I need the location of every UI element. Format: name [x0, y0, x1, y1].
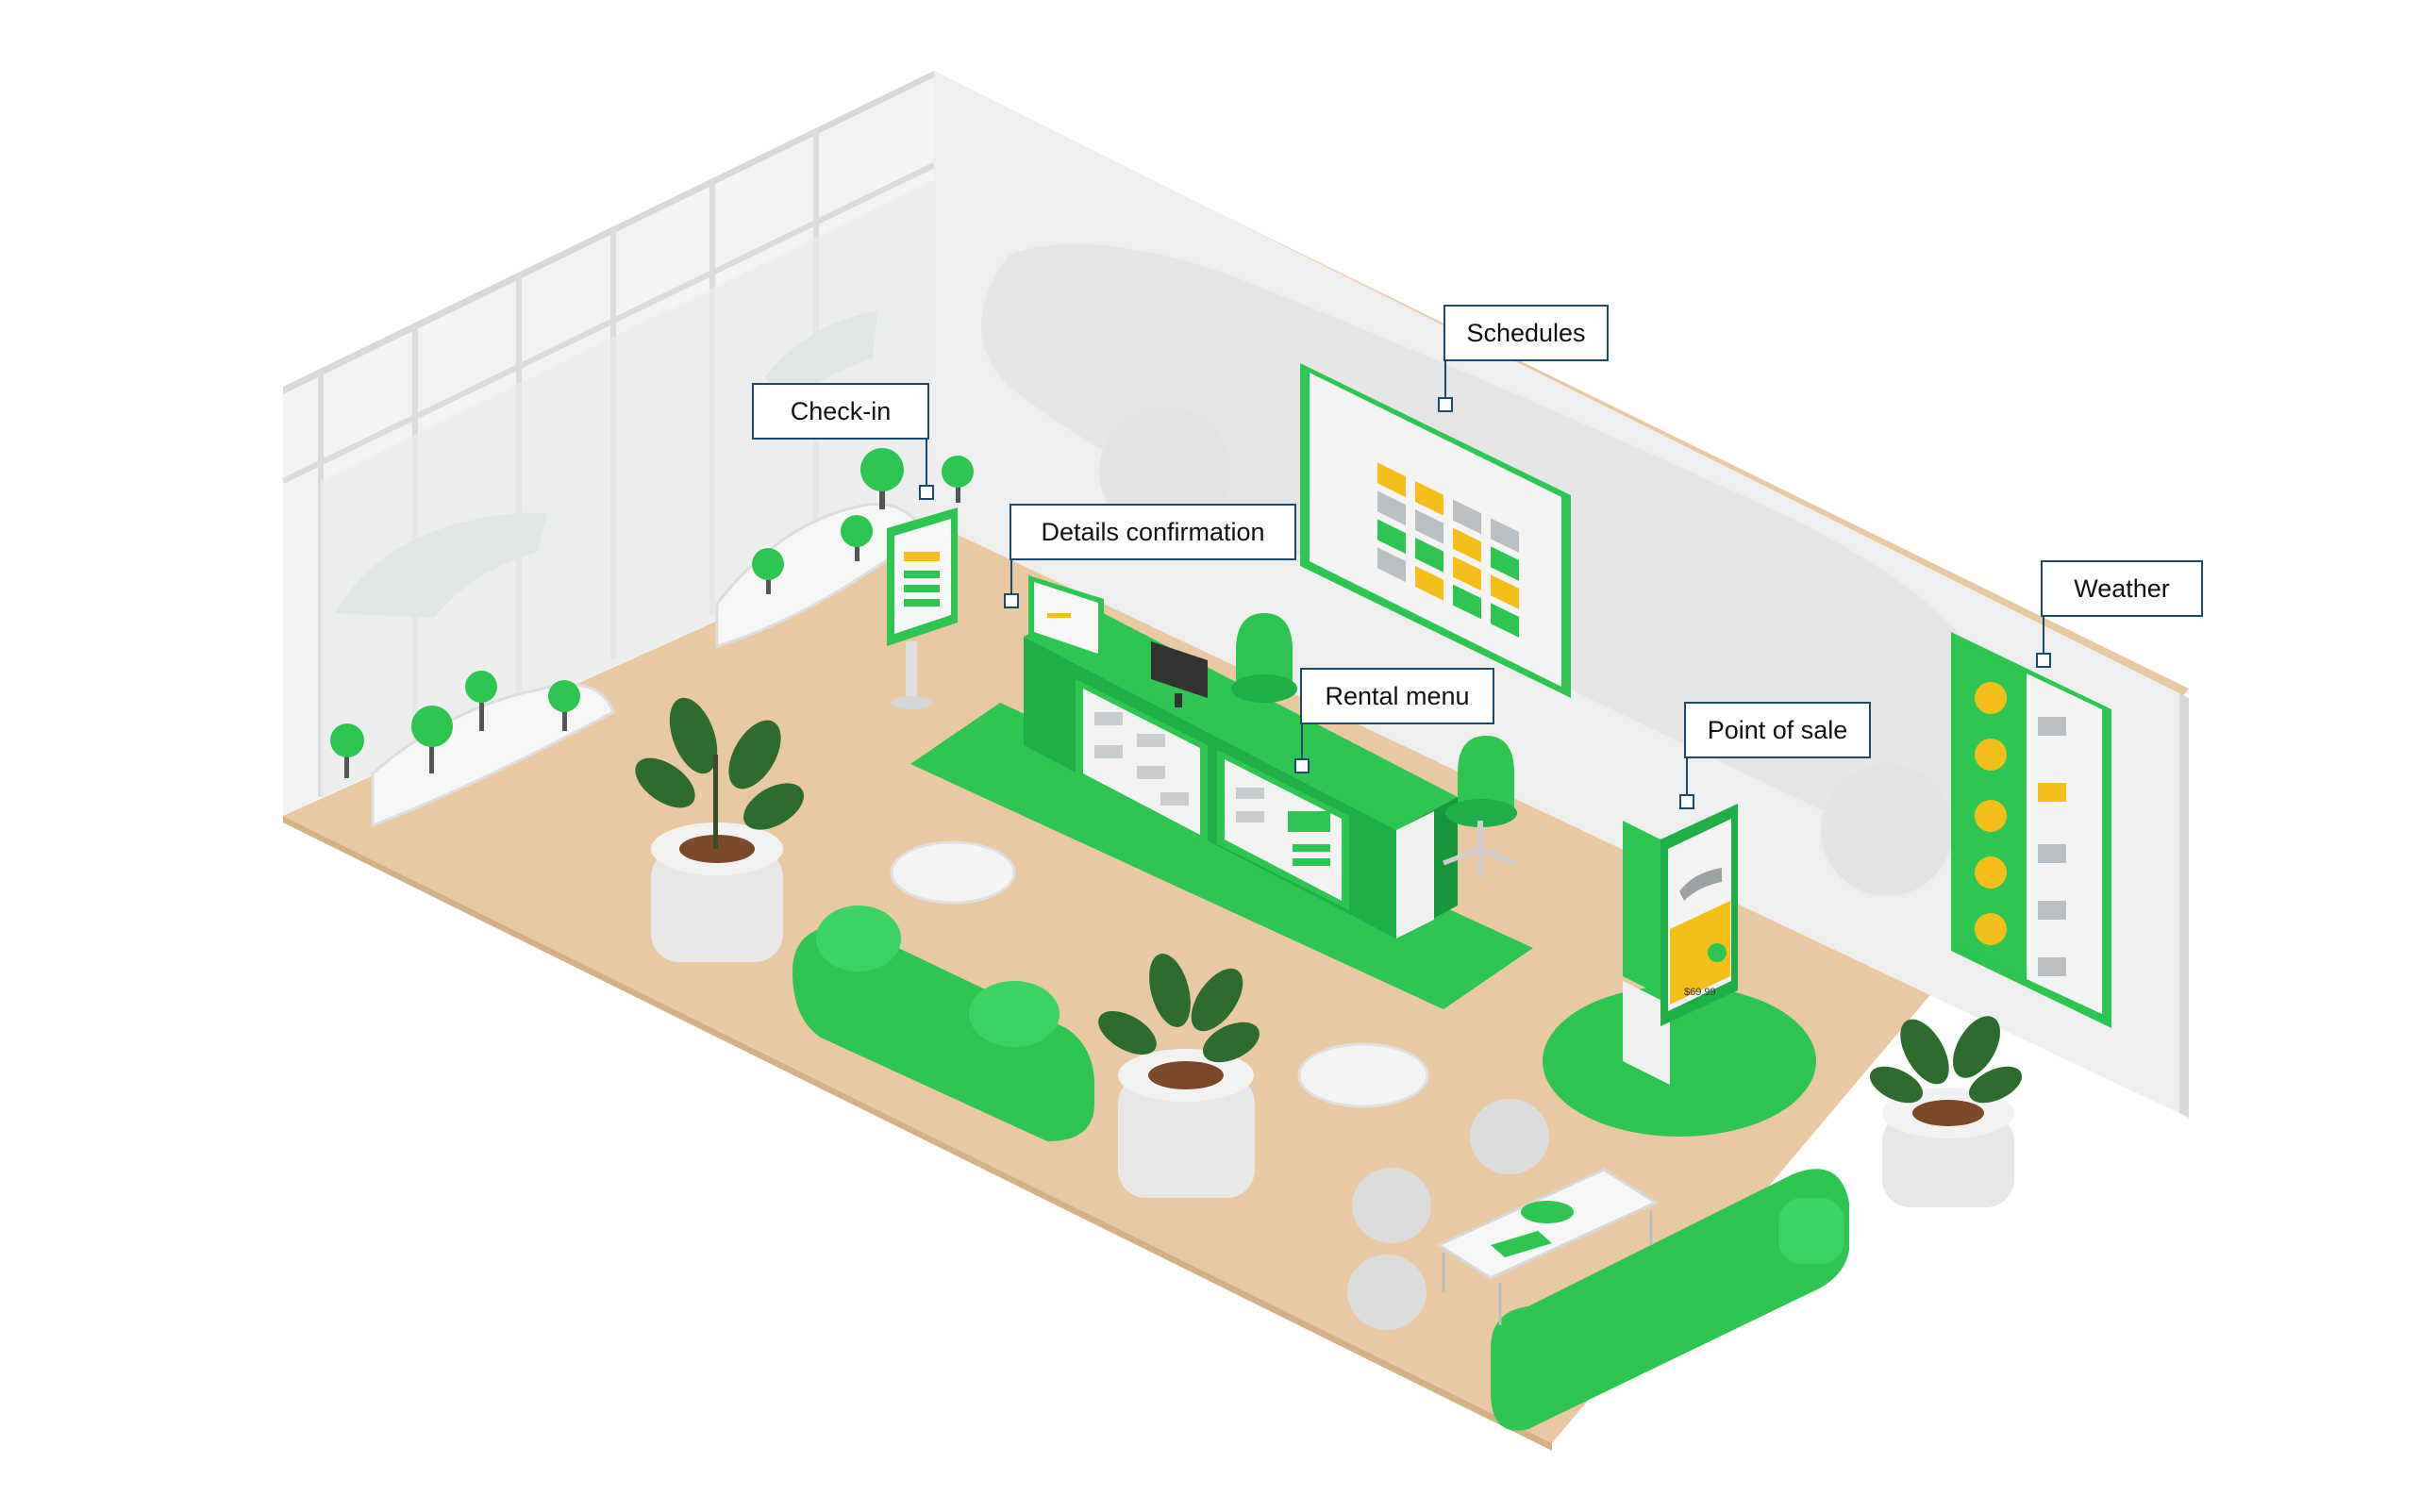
point-of-sale-kiosk [1543, 804, 1816, 1137]
coffee-table [1435, 1168, 1660, 1325]
left-wall-frame-top [283, 71, 934, 394]
pouf-3 [1347, 1254, 1427, 1330]
round-rug-2 [1297, 1042, 1429, 1108]
desk-rug [910, 703, 1533, 1009]
pouf-1 [1470, 1099, 1549, 1174]
wall-wheel-relief-2 [1821, 764, 1953, 896]
tree-display-right [715, 448, 974, 649]
check-in-kiosk [887, 507, 958, 709]
pouf-2 [1352, 1168, 1431, 1243]
callout-weather: Weather [2041, 560, 2203, 617]
car-silhouette-window [335, 512, 547, 618]
window-glass [321, 179, 934, 797]
callout-rental-menu: Rental menu [1300, 668, 1494, 724]
tree-display-left [330, 671, 615, 828]
callout-details-confirmation: Details confirmation [1009, 504, 1296, 560]
chair-back [1231, 613, 1297, 703]
callout-point-of-sale: Point of sale [1684, 702, 1871, 758]
chair-front [1443, 736, 1517, 877]
tire-planter-left [635, 697, 804, 962]
car-silhouette-window-2 [764, 311, 877, 406]
floor-shade [283, 816, 1552, 1451]
desk-monitor [1151, 641, 1208, 698]
tire-planter-center [1098, 954, 1260, 1198]
callout-check-in: Check-in [752, 383, 929, 440]
tire-planter-right [1869, 1016, 2023, 1207]
back-wall-edge [2179, 693, 2189, 1118]
sofa-right [1491, 1169, 1849, 1431]
weather-board [1951, 632, 2111, 1028]
sofa-left [793, 906, 1094, 1141]
callout-schedules: Schedules [1443, 305, 1609, 361]
reception-desk [1024, 575, 1458, 939]
round-rug-1 [890, 840, 1016, 905]
